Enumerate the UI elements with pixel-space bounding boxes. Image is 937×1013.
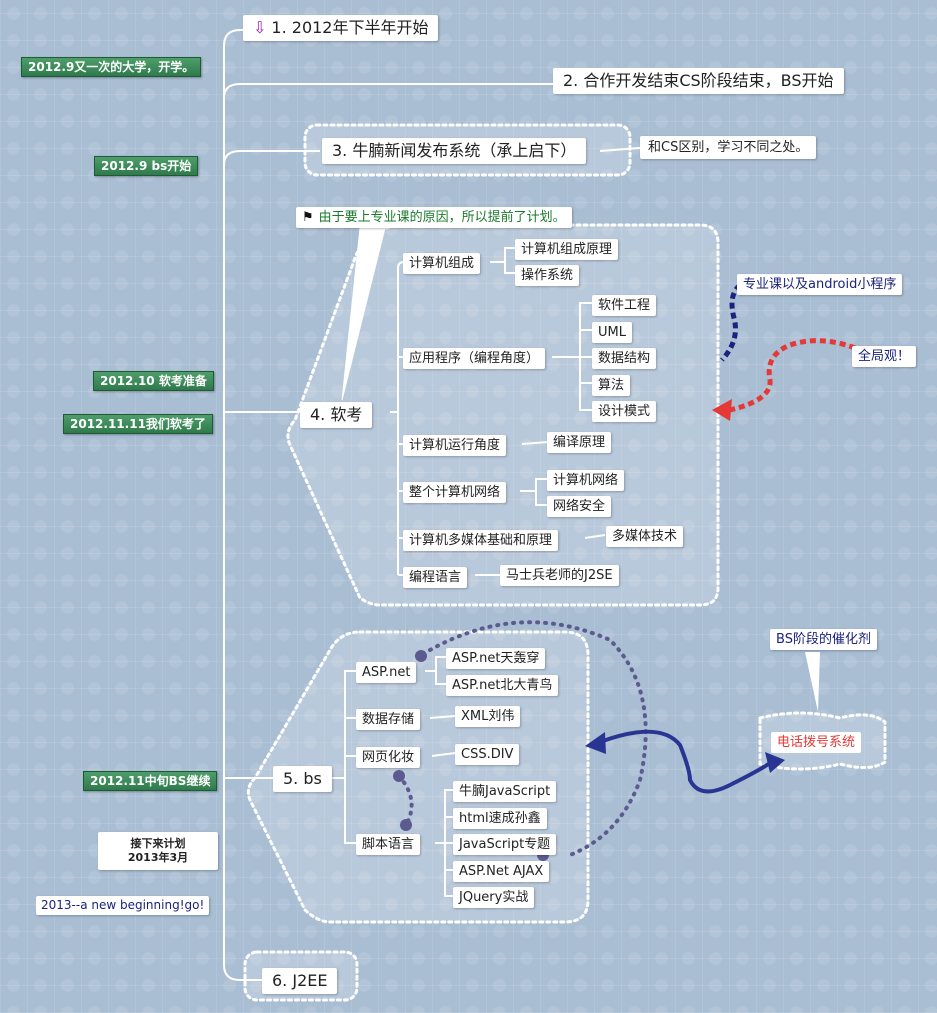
note-dianhua[interactable]: 电话拨号系统 bbox=[771, 732, 862, 753]
note-zhuanye: 专业课以及android小程序 bbox=[737, 274, 903, 295]
ruankao-c4-2[interactable]: 网络安全 bbox=[547, 496, 612, 517]
main-node-2[interactable]: 2. 合作开发结束CS阶段结束，BS开始 bbox=[553, 68, 844, 94]
m3-note: 和CS区别，学习不同之处。 bbox=[640, 136, 817, 159]
ruankao-c6-1[interactable]: 马士兵老师的J2SE bbox=[500, 565, 619, 586]
note-quanju: 全局观！ bbox=[852, 346, 917, 367]
new-beginning-label: 2013--a new beginning!go! bbox=[36, 896, 210, 915]
note-catalyst: BS阶段的催化剂 bbox=[770, 629, 877, 650]
ruankao-c2-4[interactable]: 算法 bbox=[592, 375, 631, 396]
red-arrowhead bbox=[712, 399, 732, 421]
purple-dot-curve-a bbox=[428, 620, 648, 857]
bs-b4-1[interactable]: 牛腩JavaScript bbox=[453, 781, 557, 802]
main-node-5[interactable]: 5. bs bbox=[273, 766, 332, 792]
ruankao-c1-2[interactable]: 操作系统 bbox=[515, 265, 580, 286]
purple-dot-curve-b bbox=[397, 774, 414, 827]
ruankao-c3[interactable]: 计算机运行角度 bbox=[403, 435, 507, 456]
down-arrow-icon: ⇩ bbox=[253, 18, 267, 37]
catalyst-arrow bbox=[599, 729, 772, 794]
plan-label: 接下来计划 2013年3月 bbox=[98, 832, 218, 870]
ruankao-c2-5[interactable]: 设计模式 bbox=[592, 401, 657, 422]
callout-box: ⚑由于要上专业课的原因，所以提前了计划。 bbox=[296, 207, 572, 228]
bs-b4-4[interactable]: ASP.Net AJAX bbox=[453, 861, 550, 882]
flag-icon: ⚑ bbox=[302, 210, 314, 225]
trunk-line bbox=[223, 29, 262, 981]
timeline-label-4: 2012.11.11我们软考了 bbox=[63, 414, 213, 434]
bs-b2-1[interactable]: XML刘伟 bbox=[455, 706, 521, 727]
ruankao-c1-1[interactable]: 计算机组成原理 bbox=[515, 239, 619, 260]
bs-b1[interactable]: ASP.net bbox=[356, 662, 417, 683]
ruankao-c5[interactable]: 计算机多媒体基础和原理 bbox=[403, 530, 559, 551]
ruankao-c2[interactable]: 应用程序（编程角度） bbox=[403, 348, 546, 369]
main-node-3[interactable]: 3. 牛腩新闻发布系统（承上启下） bbox=[322, 138, 587, 164]
bs-b2[interactable]: 数据存储 bbox=[356, 709, 421, 730]
bs-b4-5[interactable]: JQuery实战 bbox=[453, 887, 535, 908]
bs-b3-1[interactable]: CSS.DIV bbox=[455, 744, 520, 765]
main-node-6[interactable]: 6. J2EE bbox=[262, 968, 338, 994]
ruankao-c4[interactable]: 整个计算机网络 bbox=[403, 482, 507, 503]
bs-b4-3[interactable]: JavaScript专题 bbox=[453, 834, 557, 855]
bs-b4[interactable]: 脚本语言 bbox=[356, 834, 421, 855]
ruankao-c2-1[interactable]: 软件工程 bbox=[592, 295, 657, 316]
main-node-4[interactable]: 4. 软考 bbox=[300, 402, 373, 428]
bs-b4-2[interactable]: html速成孙鑫 bbox=[453, 808, 547, 829]
ruankao-c1[interactable]: 计算机组成 bbox=[403, 253, 481, 274]
ruankao-c3-1[interactable]: 编译原理 bbox=[547, 432, 612, 453]
ruankao-c2-2[interactable]: UML bbox=[592, 322, 632, 343]
ruankao-c4-1[interactable]: 计算机网络 bbox=[547, 470, 625, 491]
catalyst-pointer bbox=[805, 652, 820, 712]
bs-b3[interactable]: 网页化妆 bbox=[356, 747, 421, 768]
ruankao-c2-3[interactable]: 数据结构 bbox=[592, 348, 657, 369]
callout-pointer bbox=[341, 227, 386, 401]
navy-dash-curve bbox=[720, 283, 742, 362]
ruankao-c6[interactable]: 编程语言 bbox=[403, 567, 468, 588]
ruankao-c5-1[interactable]: 多媒体技术 bbox=[606, 526, 684, 547]
bs-b1-2[interactable]: ASP.net北大青鸟 bbox=[446, 675, 559, 696]
red-dash-curve bbox=[729, 338, 856, 413]
timeline-label-5: 2012.11中旬BS继续 bbox=[83, 771, 218, 791]
main-node-1[interactable]: ⇩1. 2012年下半年开始 bbox=[243, 15, 439, 41]
timeline-label-3: 2012.10 软考准备 bbox=[93, 371, 214, 391]
bs-b1-1[interactable]: ASP.net天轰穿 bbox=[446, 648, 546, 669]
timeline-label-2: 2012.9 bs开始 bbox=[94, 156, 199, 176]
timeline-label-1: 2012.9又一次的大学，开学。 bbox=[21, 57, 202, 77]
